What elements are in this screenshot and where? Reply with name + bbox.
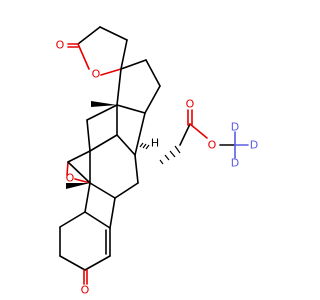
bond — [86, 104, 118, 121]
hash-stroke — [164, 154, 170, 161]
bond — [67, 161, 91, 184]
hash-stroke — [145, 144, 150, 150]
atom-label-oxygen-ester: O — [208, 139, 217, 152]
bond — [77, 43, 90, 70]
bond — [59, 211, 86, 228]
ring-a — [59, 182, 116, 285]
bond — [120, 39, 128, 70]
bond — [145, 59, 161, 87]
bond — [84, 255, 111, 271]
bond — [134, 112, 146, 156]
bond — [144, 85, 161, 114]
bond — [116, 134, 136, 156]
bond — [189, 123, 208, 139]
bond — [86, 119, 91, 152]
bond — [74, 178, 91, 184]
bond — [89, 134, 118, 152]
ring-b — [89, 150, 139, 199]
atom-label-deuterium-right: D — [250, 139, 258, 152]
atom-label-hydrogen: H — [151, 137, 159, 150]
bond — [100, 68, 122, 76]
atom-label-oxygen-epoxide: O — [66, 172, 75, 185]
bond — [114, 182, 139, 199]
hash-stroke — [139, 142, 144, 148]
bond — [77, 26, 101, 45]
bond — [109, 197, 116, 229]
hash-stroke — [174, 145, 181, 154]
ring-d — [116, 59, 161, 114]
hash-stroke — [169, 150, 176, 158]
bond — [116, 104, 146, 114]
lactone-ring — [67, 26, 128, 76]
hash-bond-c7-ester — [159, 145, 181, 165]
bond — [84, 211, 111, 229]
hash-stroke — [159, 159, 164, 165]
hash-stroke — [142, 143, 147, 149]
bond — [116, 68, 122, 106]
bond — [59, 255, 86, 271]
bond — [67, 150, 91, 163]
atom-label-oxygen-carbonyl: O — [56, 39, 65, 52]
bond — [134, 154, 139, 184]
bond — [120, 59, 147, 70]
bond — [84, 182, 91, 213]
ring-c — [86, 104, 146, 156]
atom-label-deuterium-bottom: D — [231, 157, 239, 170]
bond — [89, 182, 116, 199]
bond — [66, 161, 69, 176]
atom-label-oxygen-ketone: O — [81, 284, 90, 297]
methyl-wedge-c10 — [66, 183, 90, 189]
bond — [179, 123, 191, 146]
atom-label-oxygen-lactone: O — [92, 68, 101, 81]
atom-label-oxygen-ester-carbonyl: O — [186, 98, 195, 111]
atom-label-deuterium-top: D — [231, 121, 239, 134]
molecule-structure: O O H O O D D D O O — [56, 26, 258, 297]
epoxide — [66, 150, 91, 184]
bond — [99, 26, 128, 41]
methyl-wedge-c13 — [91, 101, 117, 107]
hash-bond-c9 — [139, 142, 150, 150]
ester-group — [179, 109, 249, 159]
